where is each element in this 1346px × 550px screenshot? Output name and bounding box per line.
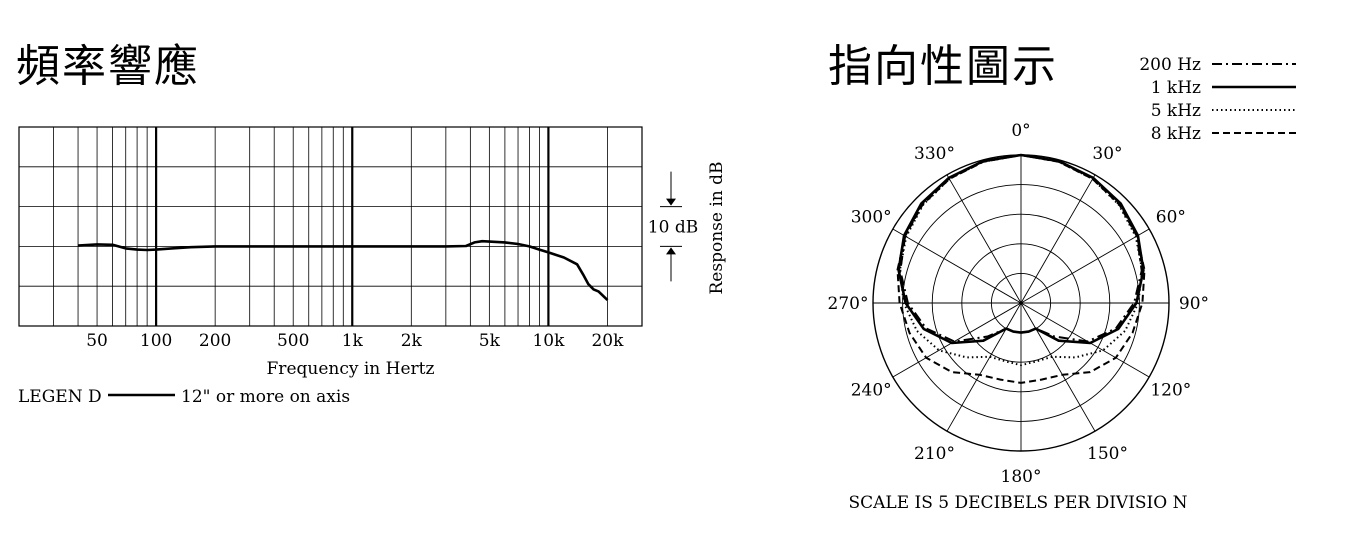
polar-grid-spoke: [946, 302, 1022, 432]
fr-plot-frame: [18, 126, 643, 327]
polar-angle-label: 240°: [851, 381, 892, 401]
fr-x-tick-label: 500: [277, 331, 309, 351]
polar-scale-caption: SCALE IS 5 DECIBELS PER DIVISIO N: [849, 493, 1188, 513]
polar-angle-label: 120°: [1150, 381, 1191, 401]
polar-angle-label: 60°: [1156, 208, 1186, 228]
fr-x-tick-label: 200: [199, 331, 231, 351]
polar-curve-1-khz: [897, 153, 1145, 345]
fr-scale-arrowhead-top: [666, 198, 676, 206]
polar-grid-spoke: [892, 302, 1022, 378]
polar-angle-label: 300°: [851, 208, 892, 228]
polar-angle-label: 30°: [1092, 144, 1122, 164]
fr-x-tick-label: 20k: [591, 331, 624, 351]
polar-angle-label: 90°: [1179, 294, 1209, 314]
polar-angle-label: 0°: [1011, 121, 1030, 141]
polar-grid-spoke: [1020, 228, 1150, 304]
polar-legend-label: 1 kHz: [1151, 78, 1201, 98]
polar-pattern-chart: 0° 30° 60° 90° 120° 150° 180° 210° 240° 270° 300° 3…: [828, 55, 1296, 513]
frequency-response-title: 頻率響應: [16, 41, 200, 92]
polar-angle-label: 270°: [828, 294, 869, 314]
fr-x-tick-label: 2k: [401, 331, 423, 351]
fr-scale-arrowhead-bottom: [666, 247, 676, 255]
fr-legend-label: 12" or more on axis: [181, 387, 350, 407]
fr-x-tick-label: 1k: [342, 331, 364, 351]
fr-x-tick-label: 10k: [532, 331, 565, 351]
polar-legend-label: 200 Hz: [1139, 55, 1201, 75]
polar-grid-spoke: [1020, 174, 1096, 304]
polar-legend-label: 8 kHz: [1151, 124, 1201, 144]
polar-curve-5-khz: [898, 154, 1144, 367]
fr-response-curve: [77, 239, 609, 302]
polar-grid-spoke: [946, 174, 1022, 304]
polar-curve-8-khz: [896, 154, 1146, 384]
fr-scale-marker-label: 10 dB: [648, 218, 698, 238]
fr-y-axis-label: Response in dB: [707, 161, 727, 294]
fr-x-tick-label: 50: [86, 331, 108, 351]
polar-angle-label: 180°: [1001, 467, 1042, 487]
polar-angle-label: 210°: [914, 444, 955, 464]
polar-legend-label: 5 kHz: [1151, 101, 1201, 121]
polar-grid-spoke: [1020, 302, 1150, 378]
fr-x-axis-label: Frequency in Hertz: [267, 359, 435, 379]
fr-x-tick-label: 100: [140, 331, 172, 351]
fr-x-tick-label: 5k: [479, 331, 501, 351]
polar-pattern-title: 指向性圖示: [828, 41, 1058, 92]
polar-grid-spoke: [892, 228, 1022, 304]
polar-angle-label: 330°: [914, 144, 955, 164]
polar-angle-label: 150°: [1087, 444, 1128, 464]
fr-legend-title: LEGEN D: [18, 387, 102, 407]
polar-grid-spoke: [1020, 302, 1096, 432]
